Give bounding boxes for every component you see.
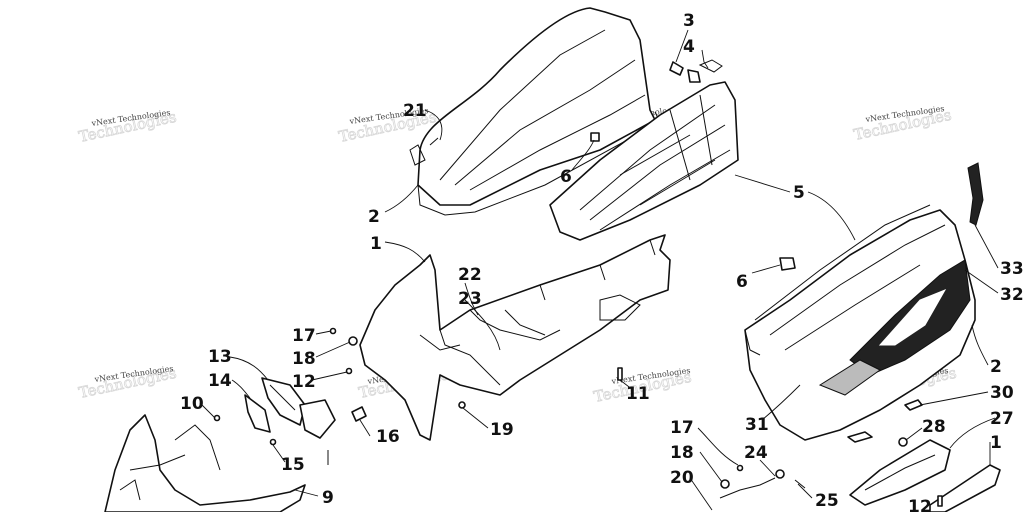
callout-1a: 1: [370, 234, 382, 254]
clip-16: [351, 406, 367, 422]
callout-15: 15: [281, 455, 305, 475]
callout-22: 22: [458, 265, 482, 285]
screw-17a: [329, 327, 337, 335]
callout-10: 10: [180, 394, 204, 414]
callout-9: 9: [322, 488, 334, 508]
callout-18b: 18: [670, 443, 694, 463]
callout-32: 32: [1000, 285, 1024, 305]
callout-23: 23: [458, 289, 482, 309]
part-belly-pan: [359, 234, 671, 441]
part-deflector-14: [244, 394, 271, 433]
callout-12a: 12: [292, 372, 316, 392]
callout-17b: 17: [670, 418, 694, 438]
part-bracket-33: [967, 162, 984, 226]
callout-24: 24: [744, 443, 768, 463]
screw-12a: [345, 367, 353, 375]
callout-4: 4: [683, 37, 695, 57]
part-bracket-small: [299, 399, 336, 439]
callout-5: 5: [793, 183, 805, 203]
callout-28: 28: [922, 417, 946, 437]
callout-17a: 17: [292, 326, 316, 346]
callout-2b: 2: [990, 357, 1002, 377]
screw-12b: [937, 495, 943, 507]
callout-14: 14: [208, 371, 232, 391]
part-strip-30: [847, 399, 923, 443]
part-pan-27: [849, 439, 951, 506]
callout-31: 31: [745, 415, 769, 435]
watermark-5: Technologies vNext Technologies: [77, 363, 179, 402]
fastener-19: [458, 401, 466, 409]
callout-12b: 12: [908, 497, 932, 512]
part-hood-panel-left: [409, 7, 661, 216]
watermark-4: Technologies vNext Technologies: [852, 104, 954, 144]
callout-13: 13: [208, 347, 232, 367]
stud-11: [617, 367, 623, 381]
callout-27: 27: [990, 409, 1014, 429]
callout-20: 20: [670, 468, 694, 488]
part-deflector-13: [261, 377, 306, 426]
callout-33: 33: [1000, 259, 1024, 279]
callout-19: 19: [490, 420, 514, 440]
callout-30: 30: [990, 383, 1014, 403]
leader-lines: [199, 29, 999, 511]
washer-28: [898, 437, 908, 447]
clip-6b: [779, 257, 796, 271]
callout-3: 3: [683, 11, 695, 31]
callout-1b: 1: [990, 433, 1002, 453]
callout-labels: 3 4 21 6 2 5 1 22 23 6 33 32 17 13 18 2 …: [180, 11, 1024, 512]
callout-6a: 6: [560, 167, 572, 187]
callout-21: 21: [403, 101, 427, 121]
callout-16: 16: [376, 427, 400, 447]
callout-2a: 2: [368, 207, 380, 227]
screw-3: [669, 61, 684, 76]
screw-15: [269, 438, 277, 446]
hardware-fasteners: [213, 59, 943, 507]
washer-18a: [348, 336, 358, 346]
screw-17b: [736, 464, 744, 472]
part-hood-panel-right: [744, 204, 976, 441]
watermark-1: Technologies vNext Technologies: [77, 107, 179, 146]
clip-4: [687, 69, 701, 83]
callout-25: 25: [815, 491, 839, 511]
part-front-lower-9: [104, 414, 306, 512]
washer-18b: [720, 479, 730, 489]
part-cable-24: [719, 469, 806, 499]
part-side-panel-grille: [549, 81, 739, 241]
screw-10: [213, 414, 221, 422]
callout-18a: 18: [292, 349, 316, 369]
callout-11: 11: [626, 384, 650, 404]
callout-6b: 6: [736, 272, 748, 292]
clip-6a: [590, 132, 600, 142]
